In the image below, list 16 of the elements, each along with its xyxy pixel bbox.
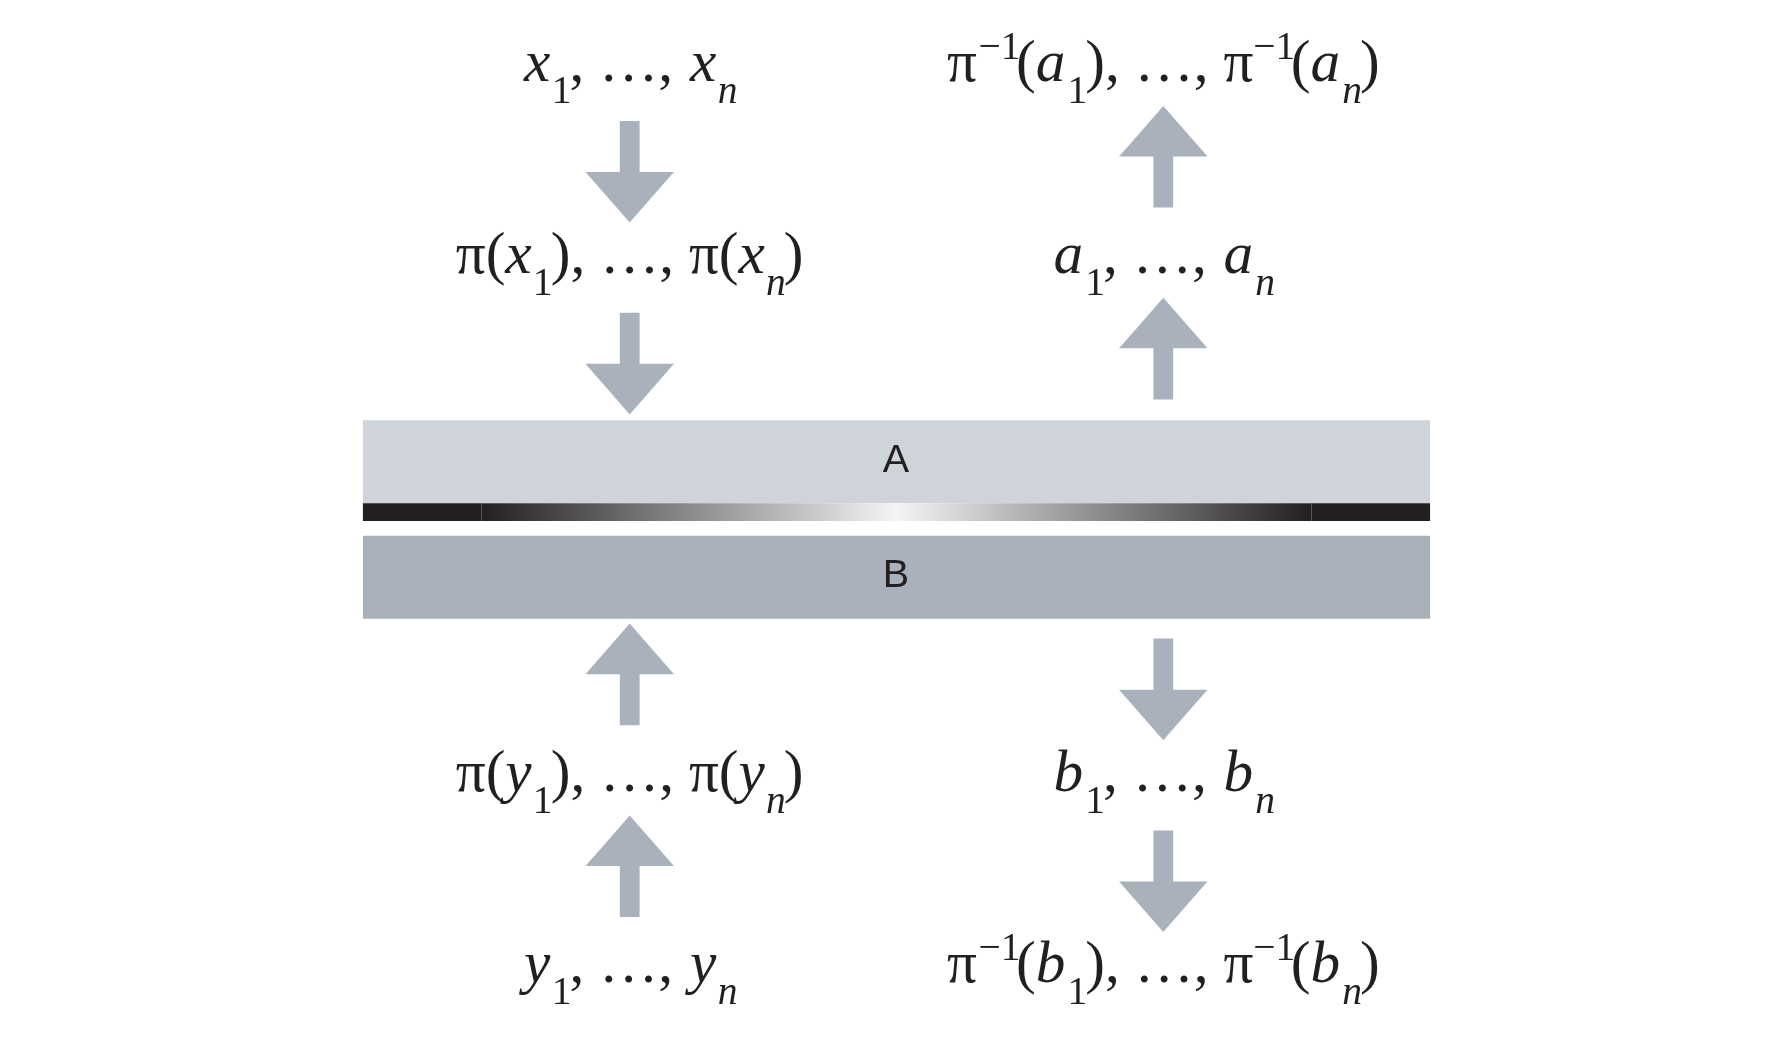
node-text: a$_{1}$, …, a$_{n}$ [1053, 219, 1275, 304]
node-text: π(x$_{1}$), …, π(x$_{n}$) [455, 219, 804, 304]
arrow [1118, 638, 1208, 741]
node-text: b$_{1}$, …, b$_{n}$ [1053, 737, 1275, 822]
arrow [1118, 830, 1208, 932]
arrow [1118, 297, 1208, 400]
arrow [584, 121, 674, 223]
node-box: B [362, 535, 1430, 619]
node-text: π$^{−1}$(a$_{1}$), …, π$^{−1}$(a$_{n}$) [946, 24, 1380, 113]
arrow [584, 815, 674, 917]
node-text: π$^{−1}$(b$_{1}$), …, π$^{−1}$(b$_{n}$) [946, 925, 1380, 1014]
node-text: x$_{1}$, …, x$_{n}$ [523, 28, 737, 113]
arrow [1118, 106, 1208, 208]
node-text: π(y$_{1}$), …, π(y$_{n}$) [455, 737, 804, 822]
arrow [584, 312, 674, 415]
arrow [584, 623, 674, 726]
